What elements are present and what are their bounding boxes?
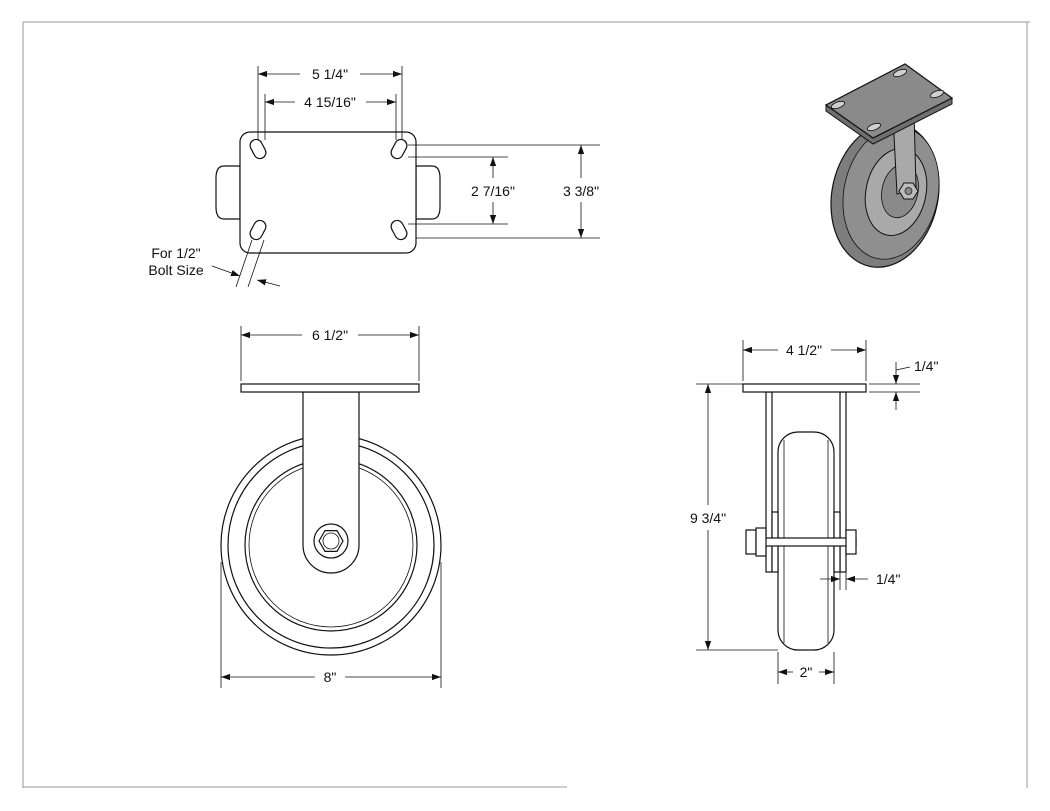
side-nut — [845, 529, 857, 555]
fork-leg — [302, 391, 360, 574]
dim-overall-height: 9 3/4" — [690, 510, 726, 526]
iso-top-plate — [824, 63, 954, 139]
dim-hole-spacing-outer: 5 1/4" — [312, 66, 348, 82]
dim-hole-spacing-inner: 4 15/16" — [304, 94, 356, 110]
dim-wheel-diameter: 8" — [324, 669, 337, 685]
bolt-slot — [249, 138, 408, 241]
bolt-note-line2: Bolt Size — [148, 262, 203, 278]
top-view-wheel-right — [415, 165, 441, 220]
side-view: 4 1/2" 1/4" 9 3/4" 1/4" 2" — [690, 340, 938, 684]
front-view: 6 1/2" 8" — [220, 326, 442, 688]
isometric-caster-view — [824, 63, 954, 268]
side-axle — [755, 537, 857, 547]
iso-plate-slot — [830, 68, 945, 132]
bolt-note-line1: For 1/2" — [151, 245, 200, 261]
dim-front-plate-width: 6 1/2" — [312, 327, 348, 343]
dim-plate-thickness: 1/4" — [914, 358, 938, 374]
top-view: 5 1/4" 4 15/16" 2 7/16" 3 3/8" For 1/2" … — [148, 66, 600, 288]
dim-wheel-width: 2" — [800, 664, 813, 680]
top-plate — [239, 131, 417, 254]
dim-side-plate-width: 4 1/2" — [786, 342, 822, 358]
drawing-frame — [22, 21, 1030, 788]
top-view-wheel-left — [215, 165, 241, 220]
dim-leg-thickness: 1/4" — [876, 571, 900, 587]
front-top-plate — [240, 383, 420, 393]
side-bolt-head — [745, 529, 757, 555]
dim-hole-spacing-vertical-inner: 2 7/16" — [471, 183, 515, 199]
dim-plate-height: 3 3/8" — [563, 183, 599, 199]
side-top-plate — [742, 383, 867, 393]
